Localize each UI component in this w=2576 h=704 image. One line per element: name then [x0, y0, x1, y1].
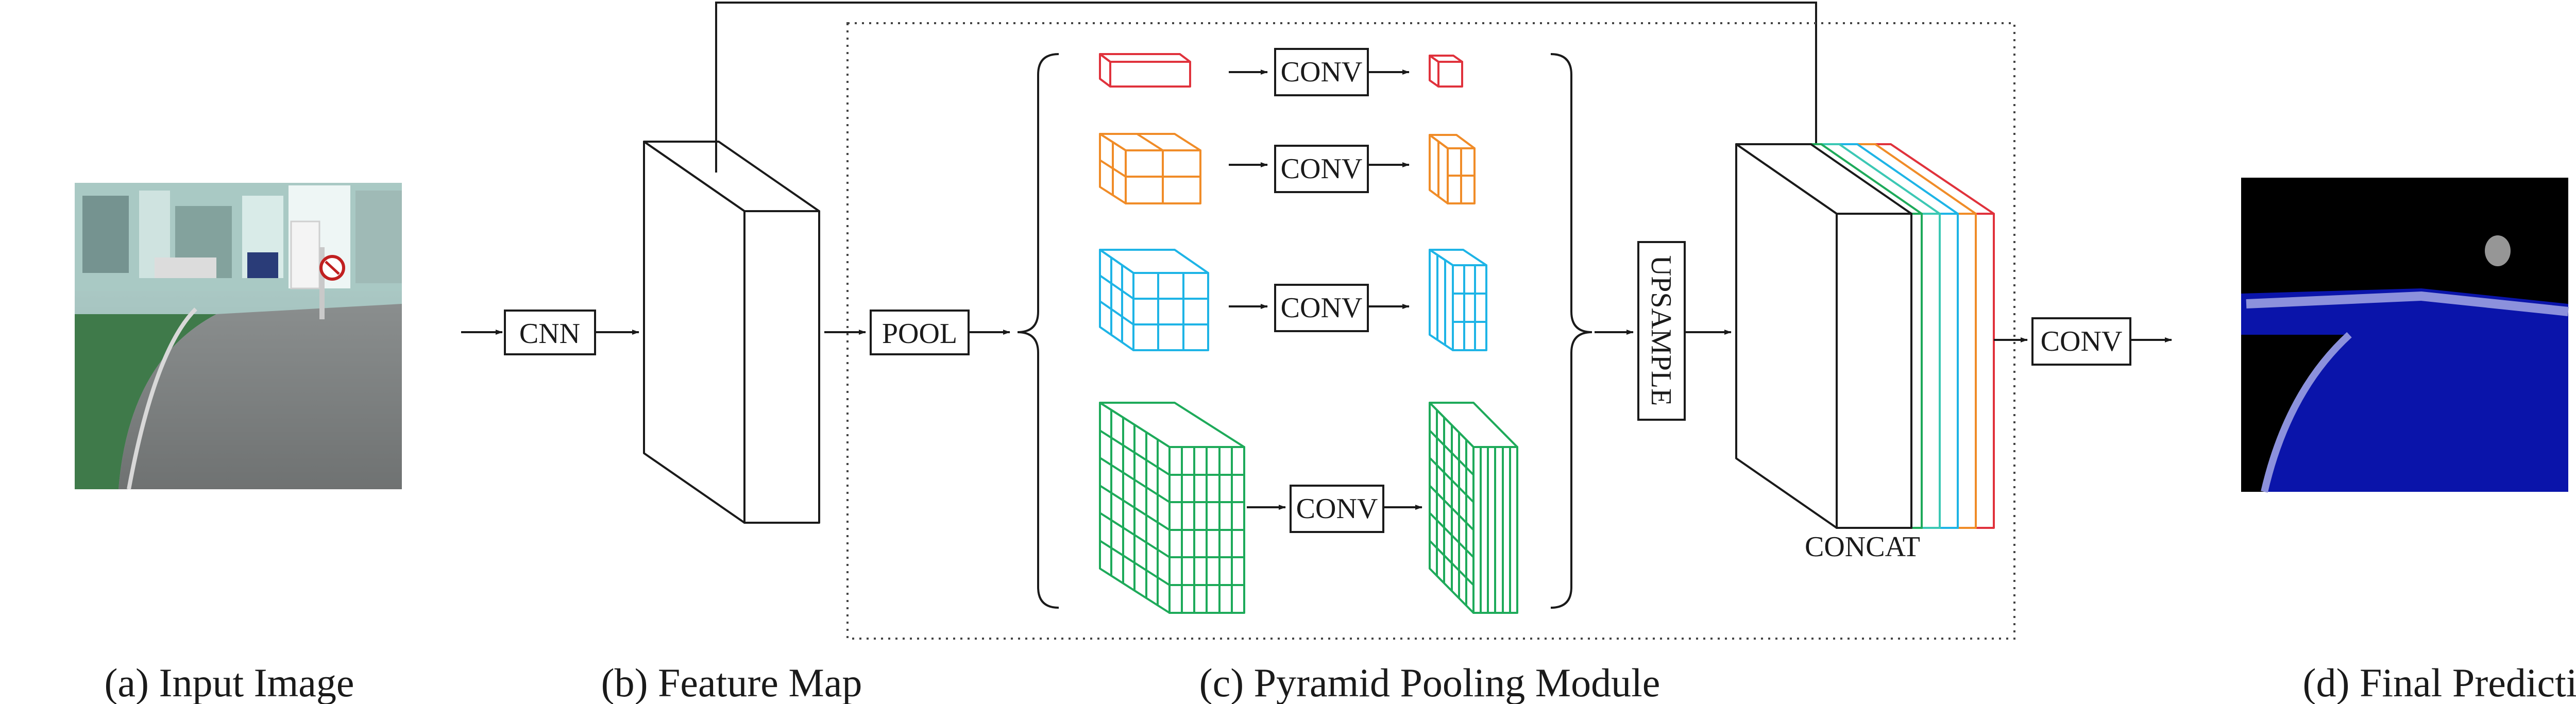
- branch-1-conv: CONV: [1274, 48, 1369, 96]
- final-conv-label: CONV: [2041, 325, 2123, 357]
- branch-2-output: [1429, 134, 1476, 204]
- branch-1-output: [1429, 55, 1463, 88]
- skip-connection: [715, 2, 1819, 175]
- final-conv-block: CONV: [2031, 317, 2131, 366]
- final-prediction: [2241, 178, 2569, 493]
- upsample-label: UPSAMPLE: [1645, 255, 1677, 406]
- branch-4-conv: CONV: [1290, 485, 1384, 533]
- branch-3-output: [1429, 249, 1487, 351]
- conv-label-1: CONV: [1281, 56, 1363, 88]
- left-brace: [1017, 53, 1059, 609]
- caption-feature-map: (b) Feature Map: [601, 660, 862, 704]
- concat-label: CONCAT: [1805, 531, 1920, 563]
- branch-2-pooled: [1099, 133, 1201, 204]
- branch-2-conv: CONV: [1274, 145, 1369, 193]
- branch-1-pooled: [1099, 53, 1191, 88]
- right-brace: [1550, 53, 1592, 609]
- pool-block: POOL: [870, 310, 970, 355]
- caption-final-prediction: (d) Final Prediction: [2303, 660, 2576, 704]
- branch-4-pooled: [1099, 402, 1245, 614]
- upsample-block: UPSAMPLE: [1637, 241, 1686, 421]
- conv-label-3: CONV: [1281, 292, 1363, 324]
- concat-stack: [1735, 143, 1995, 529]
- caption-ppm: (c) Pyramid Pooling Module: [1199, 660, 1660, 704]
- caption-input-image: (a) Input Image: [104, 660, 354, 704]
- pool-label: POOL: [882, 318, 957, 350]
- branch-3-conv: CONV: [1274, 284, 1369, 332]
- cnn-label: CNN: [519, 318, 580, 350]
- conv-label-4: CONV: [1296, 493, 1378, 525]
- ppm-dotted-frame: [846, 22, 2015, 640]
- branch-3-pooled: [1099, 249, 1209, 351]
- conv-label-2: CONV: [1281, 153, 1363, 185]
- cnn-block: CNN: [504, 310, 596, 355]
- branch-4-output: [1429, 402, 1518, 614]
- feature-map: [643, 141, 820, 524]
- input-image: [75, 183, 402, 490]
